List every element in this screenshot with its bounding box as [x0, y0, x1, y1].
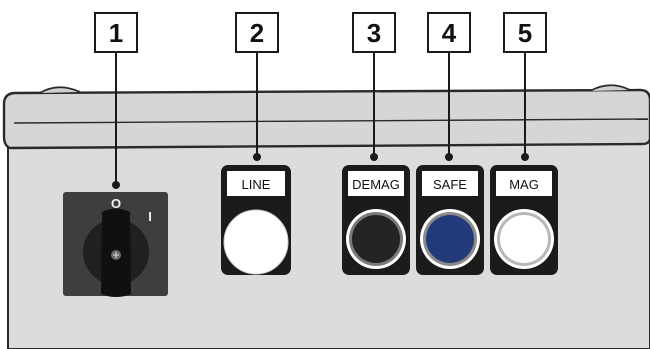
- safe-button[interactable]: SAFE: [416, 165, 484, 275]
- callout-1: 1: [94, 12, 138, 53]
- lid-seam: [13, 118, 649, 124]
- main-switch[interactable]: O I: [63, 192, 168, 297]
- safe-cap: [426, 215, 474, 263]
- callout-4: 4: [427, 12, 471, 53]
- line-label: LINE: [242, 177, 271, 192]
- switch-on-symbol: I: [148, 209, 152, 224]
- demag-label: DEMAG: [352, 177, 400, 192]
- callout-5: 5: [503, 12, 547, 53]
- callout-3: 3: [352, 12, 396, 53]
- demag-cap: [352, 215, 400, 263]
- callout-2: 2: [235, 12, 279, 53]
- switch-off-symbol: O: [111, 196, 121, 211]
- svg-text:3: 3: [367, 18, 381, 48]
- enclosure-body: [7, 140, 650, 349]
- leader-dots: [112, 153, 529, 189]
- svg-text:4: 4: [442, 18, 457, 48]
- mag-button[interactable]: MAG: [490, 165, 558, 275]
- svg-text:1: 1: [109, 18, 123, 48]
- demag-button[interactable]: DEMAG: [342, 165, 410, 275]
- hinge-left: [39, 86, 81, 94]
- enclosure-lid: [2, 88, 650, 150]
- mag-label: MAG: [509, 177, 539, 192]
- hinge-right: [589, 84, 631, 92]
- mag-cap: [500, 215, 548, 263]
- svg-text:2: 2: [250, 18, 264, 48]
- line-indicator: LINE: [221, 165, 291, 275]
- line-light: [223, 209, 289, 275]
- safe-label: SAFE: [433, 177, 467, 192]
- svg-text:5: 5: [518, 18, 532, 48]
- leader-lines: [115, 52, 526, 185]
